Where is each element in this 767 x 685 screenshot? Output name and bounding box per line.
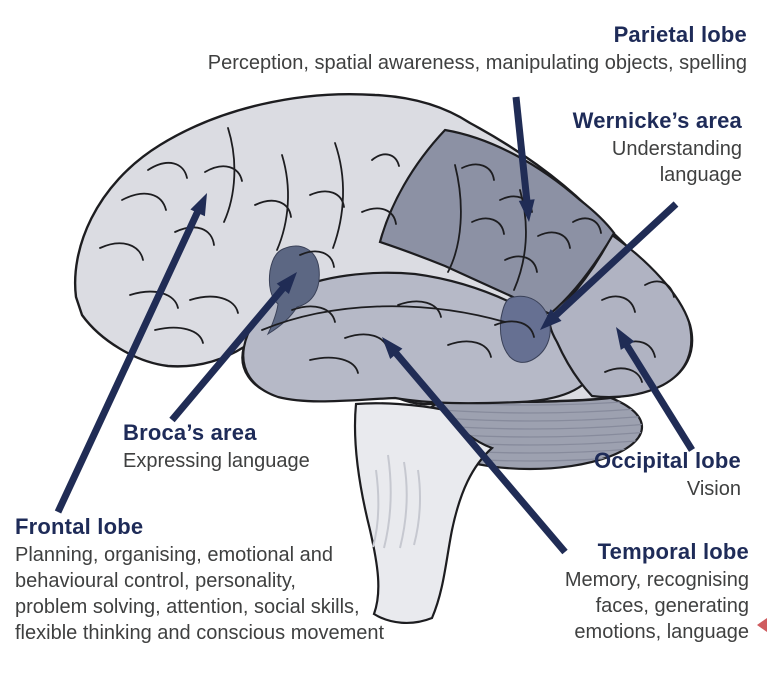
frontal-desc: Planning, organising, emotional and beha… — [15, 543, 385, 644]
wernicke-arrow — [540, 201, 679, 330]
broca-desc: Expressing language — [123, 449, 310, 472]
wernicke-title: Wernicke’s area — [572, 108, 742, 133]
temporal-desc: Memory, recognising faces, generating em… — [564, 568, 749, 643]
sulci-lines — [99, 127, 675, 383]
wernicke-desc: Understanding language — [611, 137, 742, 186]
red-edge-mark — [757, 618, 767, 632]
temporal-label: Temporal lobe Memory, recognising faces,… — [565, 539, 749, 645]
parietal-arrow — [512, 96, 535, 222]
brainstem-streaks — [372, 454, 422, 549]
occipital-desc: Vision — [686, 477, 741, 500]
broca-title: Broca’s area — [123, 420, 257, 445]
temporal-title: Temporal lobe — [597, 539, 749, 564]
temporal-arrow — [382, 337, 568, 555]
parietal-title: Parietal lobe — [613, 22, 747, 47]
parietal-desc: Perception, spatial awareness, manipulat… — [207, 51, 747, 74]
broca-label: Broca’s area Expressing language — [123, 420, 310, 474]
broca-area-region — [266, 245, 320, 336]
occipital-arrow — [616, 327, 695, 452]
broca-arrow — [169, 272, 297, 423]
frontal-arrow — [54, 193, 207, 514]
wernicke-label: Wernicke’s area Understanding language — [573, 108, 742, 188]
parietal-label: Parietal lobe Perception, spatial awaren… — [208, 22, 747, 76]
frontal-title: Frontal lobe — [15, 514, 144, 539]
pointer-arrows — [54, 96, 695, 555]
occipital-label: Occipital lobe Vision — [594, 448, 741, 502]
occipital-title: Occipital lobe — [593, 448, 741, 473]
frontal-label: Frontal lobe Planning, organising, emoti… — [15, 514, 384, 646]
